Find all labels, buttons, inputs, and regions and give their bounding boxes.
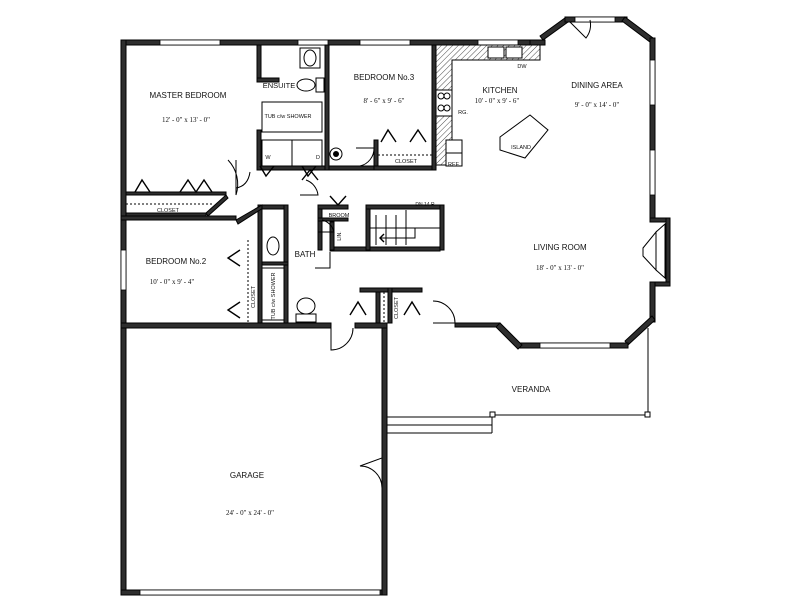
stairs-label: DN 14 R [415, 202, 435, 208]
tub-shower-label-bath: TUB c/w SHOWER [271, 272, 277, 319]
room-name-living: LIVING ROOM [533, 243, 587, 252]
bifold-doors [134, 128, 427, 319]
linen-closet-label: LIN. [337, 231, 343, 240]
room-dims-bedroom2: 10' - 0" x 9' - 4" [150, 278, 195, 286]
fixture-labels: TUB c/w SHOWER CLOSET CLOSET CLOSET CLOS… [157, 64, 531, 320]
room-name-bedroom3: BEDROOM No.3 [354, 73, 415, 82]
interior-walls [120, 44, 445, 324]
room-name-bath: BATH [295, 250, 316, 259]
room-dims-living: 18' - 0" x 13' - 0" [536, 264, 584, 272]
room-name-kitchen: KITCHEN [482, 86, 517, 95]
room-name-veranda: VERANDA [512, 385, 551, 394]
closet-label-bedroom2: CLOSET [251, 285, 257, 308]
room-name-dining: DINING AREA [571, 81, 623, 90]
room-dims-dining: 9' - 0" x 14' - 0" [575, 101, 620, 109]
bay-window [642, 222, 666, 280]
closet-lines [126, 154, 432, 323]
room-name-garage: GARAGE [230, 471, 264, 480]
room-dims-bedroom3: 8' - 6" x 9' - 6" [364, 97, 405, 105]
broom-closet-label: BROOM [329, 213, 350, 219]
dishwasher-label: DW [517, 64, 527, 70]
range-label: RG. [458, 110, 468, 116]
doors [227, 19, 591, 489]
veranda [387, 328, 651, 434]
island-label: ISLAND [511, 145, 531, 151]
fixtures [261, 44, 549, 323]
ref-label: REF. [448, 162, 460, 168]
closet-label-master: CLOSET [157, 208, 180, 214]
room-labels: MASTER BEDROOM 12' - 0" x 13' - 0" ENSUI… [146, 73, 624, 517]
tub-shower-label-ensuite: TUB c/w SHOWER [264, 114, 311, 120]
closet-label-bedroom3: CLOSET [395, 159, 418, 165]
room-dims-garage: 24' - 0" x 24' - 0" [226, 509, 274, 517]
room-dims-kitchen: 10' - 0" x 9' - 6" [475, 97, 520, 105]
washer-label: W [265, 155, 271, 161]
closet-label-hall: CLOSET [394, 296, 400, 319]
windows [120, 16, 656, 596]
room-name-ensuite: ENSUITE [263, 81, 296, 90]
dryer-label: D [316, 155, 320, 161]
room-dims-master-bedroom: 12' - 0" x 13' - 0" [162, 116, 210, 124]
room-name-master-bedroom: MASTER BEDROOM [150, 91, 227, 100]
room-name-bedroom2: BEDROOM No.2 [146, 257, 207, 266]
